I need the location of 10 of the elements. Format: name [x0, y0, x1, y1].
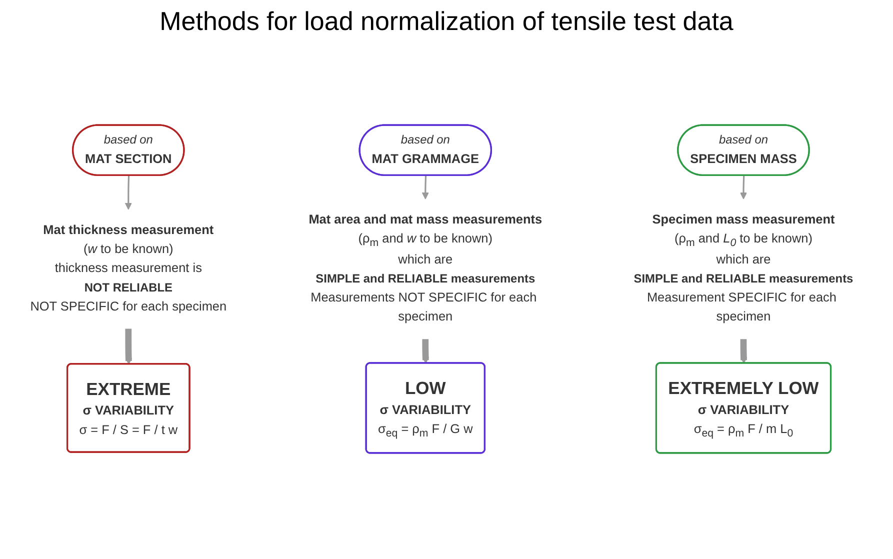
arrow: [422, 176, 429, 200]
node-text: Specimen mass measurement (ρ$_{m}$ and L$_{0}$ to be known) which are SIMPLE and RELIABLE measurements Measurement SPECIFIC for each specimen: [634, 213, 854, 324]
node-text: Mat area and mat mass measurements (ρ$_{m}$ and w to be known) which are SIMPLE and RELIABLE measurements Measurements NOT SPECIFIC for each specimen: [308, 213, 542, 324]
diagram-title: Methods for load normalization of tensile test data: [158, 6, 734, 37]
arrow: [124, 176, 132, 210]
arrow: [125, 328, 132, 365]
arrow: [740, 338, 748, 364]
arrow: [422, 338, 430, 364]
node-text: Mat thickness measurement (w to be known) thickness measurement is NOT RELIABLE NOT SPECIFIC for each specimen: [30, 224, 227, 314]
arrow: [740, 176, 747, 200]
